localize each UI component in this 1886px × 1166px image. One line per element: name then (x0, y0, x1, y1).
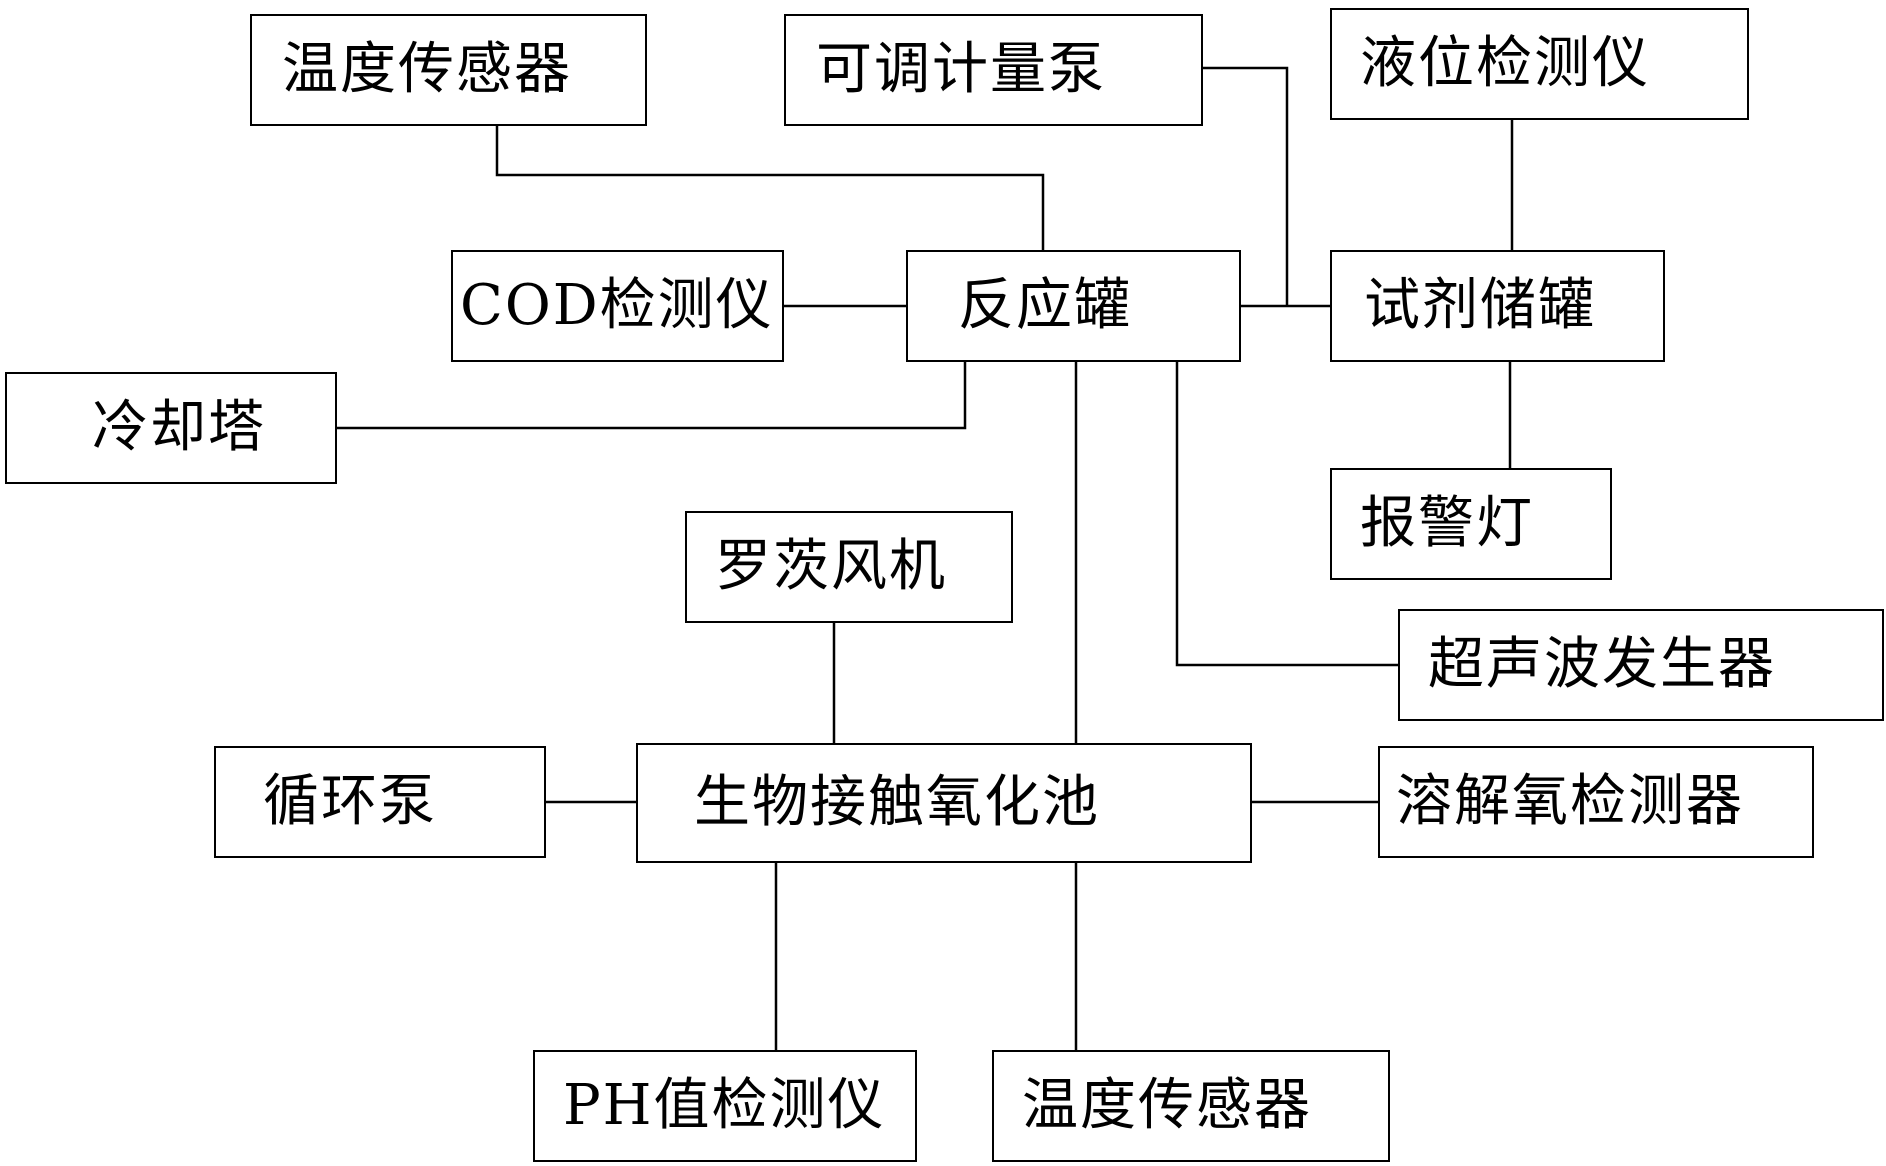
ph-detector-label: PH值检测仪 (563, 1073, 886, 1138)
temp-sensor-box-top: 温度传感器 (250, 14, 647, 126)
roots-blower-label: 罗茨风机 (715, 534, 947, 599)
connector-reaction-tank-to-ultrasonic-generator (1175, 362, 1398, 667)
ph-detector-box: PH值检测仪 (533, 1050, 917, 1162)
metering-pump-box: 可调计量泵 (784, 14, 1203, 126)
circulation-pump-label: 循环泵 (263, 769, 437, 834)
bio-oxidation-tank-box: 生物接触氧化池 (636, 743, 1252, 863)
connector-cooling-tower-to-reaction-tank (337, 362, 967, 430)
circulation-pump-box: 循环泵 (214, 746, 546, 858)
ultrasonic-generator-label: 超声波发生器 (1428, 632, 1776, 697)
alarm-light-label: 报警灯 (1360, 491, 1534, 556)
temp-sensor-box-bottom: 温度传感器 (992, 1050, 1390, 1162)
connector-metering-pump-to-reagent-tank (1203, 66, 1289, 306)
roots-blower-box: 罗茨风机 (685, 511, 1013, 623)
temp-sensor-label-top: 温度传感器 (282, 37, 572, 102)
reaction-tank-label: 反应罐 (958, 273, 1132, 338)
reagent-tank-label: 试剂储罐 (1364, 273, 1596, 338)
connector-temp-sensor-to-reaction-tank (495, 126, 1045, 250)
ultrasonic-generator-box: 超声波发生器 (1398, 609, 1884, 721)
cooling-tower-box: 冷却塔 (5, 372, 337, 484)
alarm-light-box: 报警灯 (1330, 468, 1612, 580)
cooling-tower-label: 冷却塔 (92, 395, 266, 460)
metering-pump-label: 可调计量泵 (816, 37, 1106, 102)
cod-detector-box: COD检测仪 (451, 250, 784, 362)
reagent-tank-box: 试剂储罐 (1330, 250, 1665, 362)
level-detector-box: 液位检测仪 (1330, 8, 1749, 120)
level-detector-label: 液位检测仪 (1360, 31, 1650, 96)
do-detector-box: 溶解氧检测器 (1378, 746, 1814, 858)
reaction-tank-box: 反应罐 (906, 250, 1241, 362)
bio-oxidation-tank-label: 生物接触氧化池 (694, 770, 1100, 835)
cod-detector-label: COD检测仪 (460, 273, 774, 338)
do-detector-label: 溶解氧检测器 (1396, 769, 1744, 834)
temp-sensor-label-bottom: 温度传感器 (1022, 1073, 1312, 1138)
